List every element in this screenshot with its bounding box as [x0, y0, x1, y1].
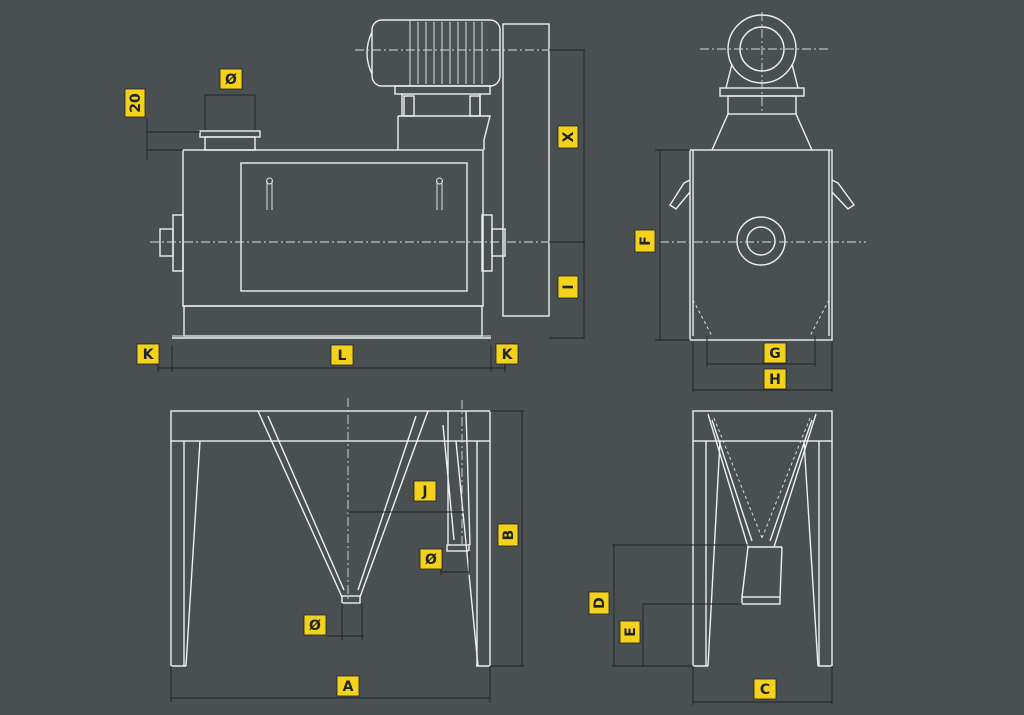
dimension-tag-i: I: [557, 275, 579, 299]
dimension-tag-x: X: [557, 125, 579, 149]
stand-front-view: [170, 398, 491, 667]
dimension-tag-outlet-diameter-bottom: Ø: [303, 614, 327, 636]
inspection-door: [240, 162, 468, 292]
main-body: [172, 149, 491, 339]
dimension-tag-a: A: [336, 675, 360, 697]
stand-front-dimensions: [170, 410, 524, 702]
svg-text:F: F: [638, 236, 654, 246]
svg-text:20: 20: [128, 93, 144, 113]
svg-text:K: K: [143, 347, 155, 363]
svg-text:E: E: [623, 627, 639, 637]
side-body: [689, 149, 833, 341]
dimension-tag-b: B: [497, 523, 519, 547]
belt-guard: [502, 23, 550, 317]
side-view-dimensions: [655, 149, 833, 392]
svg-text:Ø: Ø: [225, 72, 237, 88]
dimension-tag-l: L: [330, 344, 354, 366]
svg-text:Ø: Ø: [425, 552, 437, 568]
svg-text:Ø: Ø: [309, 618, 321, 634]
svg-text:A: A: [343, 679, 354, 695]
svg-text:C: C: [760, 682, 770, 698]
svg-text:I: I: [561, 284, 577, 289]
svg-text:D: D: [592, 597, 608, 609]
front-view: [150, 19, 585, 339]
stand-side-dimensions: [612, 544, 833, 705]
side-view: [660, 12, 866, 341]
dimension-tag-20: 20: [124, 88, 146, 118]
dimension-tag-c: C: [753, 678, 777, 700]
svg-text:J: J: [421, 484, 427, 500]
svg-text:L: L: [338, 348, 347, 364]
dimension-tag-h: H: [763, 368, 787, 390]
svg-text:K: K: [502, 347, 514, 363]
dimension-tag-d: D: [588, 591, 610, 615]
dimension-tag-k-right: K: [495, 343, 519, 365]
svg-text:X: X: [561, 131, 577, 142]
dimension-tag-g: G: [763, 342, 787, 364]
dimension-tag-inlet-diameter: Ø: [219, 68, 243, 90]
svg-text:G: G: [769, 346, 781, 362]
stand-side-view: [692, 410, 833, 667]
dimension-tag-j: J: [413, 480, 437, 502]
svg-text:H: H: [769, 372, 781, 388]
dimension-tag-e: E: [619, 620, 641, 644]
inlet-flange: [199, 130, 261, 151]
svg-text:B: B: [501, 530, 517, 541]
front-view-dimensions: [146, 49, 585, 372]
dimension-tag-outlet-diameter-side: Ø: [419, 548, 443, 570]
dimension-tag-k-left: K: [136, 343, 160, 365]
dimension-tag-f: F: [634, 229, 656, 253]
motor: [366, 19, 501, 117]
